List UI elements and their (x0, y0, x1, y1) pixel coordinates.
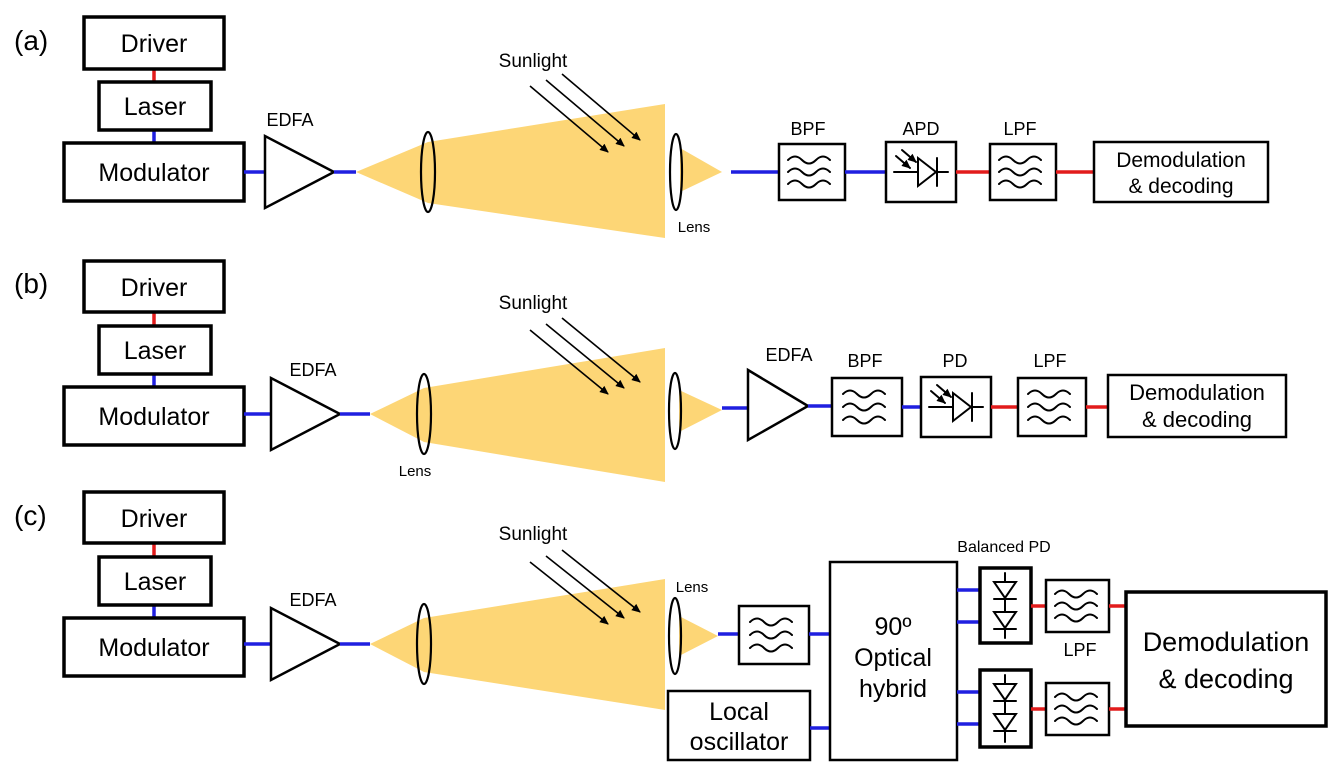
lpf-box (1044, 578, 1111, 634)
panel-label: (c) (14, 500, 47, 531)
lens-icon (668, 132, 684, 212)
lpf-box (1016, 376, 1088, 438)
laser-box (97, 324, 213, 376)
driver-label: Driver (121, 30, 188, 58)
pd-label: PD (942, 351, 967, 371)
sunlight-label: Sunlight (499, 524, 568, 545)
panel-label: (a) (14, 25, 48, 56)
modulator-box (62, 616, 246, 678)
driver-box (82, 259, 226, 314)
apd-label: APD (902, 119, 939, 139)
edfa-label: EDFA (266, 110, 313, 130)
amplifier-triangle-icon (263, 133, 337, 211)
sunlight-ray-icon (529, 329, 609, 395)
filter-wave-icon (1027, 389, 1071, 425)
optical-hybrid-box (828, 560, 959, 762)
rx-edfa-label: EDFA (765, 345, 812, 365)
filter-wave-icon (787, 155, 831, 189)
lens-icon (415, 372, 433, 456)
focused-beam (680, 148, 722, 192)
demodulation-label: Demodulation (1129, 380, 1265, 405)
sunlight-ray-icon (545, 323, 625, 389)
focused-beam (679, 616, 718, 656)
panel-a: (a) Driver Laser Modulator EDFA Lens Sun… (14, 15, 1270, 238)
panel-label: (b) (14, 268, 48, 299)
sunlight-ray-icon (545, 79, 625, 147)
demodulation-box (1092, 140, 1270, 204)
sunlight-ray-icon (545, 555, 625, 619)
lens-label: Lens (676, 579, 709, 596)
demodulation-box (1106, 373, 1288, 439)
bpf-label: BPF (790, 119, 825, 139)
panel-c: (c) Driver Laser Modulator EDFA Lens Sun… (14, 490, 1328, 762)
bpf-box (777, 142, 847, 202)
sunlight-ray-icon (561, 73, 641, 141)
laser-label: Laser (124, 568, 187, 596)
edfa-label: EDFA (289, 590, 336, 610)
sunlight-ray-icon (529, 561, 609, 625)
sunlight-ray-icon (529, 85, 609, 153)
edfa-label: EDFA (289, 360, 336, 380)
modulator-box (62, 385, 246, 447)
hybrid-optical-label: Optical (854, 644, 932, 672)
sunlight-ray-icon (561, 549, 641, 613)
local-oscillator-box (666, 689, 812, 762)
free-space-beam (356, 104, 665, 238)
lens-icon (667, 596, 683, 676)
decoding-label: & decoding (1142, 407, 1252, 432)
lens-label: Lens (399, 463, 432, 480)
hybrid-degree-label: 90º (875, 613, 912, 641)
filter-wave-icon (749, 617, 793, 653)
decoding-label: & decoding (1158, 664, 1293, 694)
lpf-label: LPF (1063, 640, 1096, 660)
oscillator-label: oscillator (690, 728, 789, 756)
modulator-label: Modulator (98, 159, 209, 187)
lens-icon (419, 130, 437, 214)
decoding-label: & decoding (1128, 175, 1233, 198)
lens-icon (415, 602, 433, 686)
panel-b: (b) Driver Laser Modulator EDFA Lens Sun… (14, 259, 1288, 482)
local-oscillator-label: Local (709, 698, 769, 726)
sunlight-ray-icon (561, 317, 641, 383)
lpf-label: LPF (1033, 351, 1066, 371)
filter-wave-icon (1054, 692, 1098, 726)
photodiode-icon (992, 674, 1018, 743)
laser-label: Laser (124, 337, 187, 365)
photodiode-icon (992, 572, 1018, 639)
free-space-beam (370, 348, 665, 482)
modulator-label: Modulator (98, 403, 209, 431)
filter-wave-icon (842, 389, 886, 425)
driver-label: Driver (121, 274, 188, 302)
lpf-box (1044, 681, 1111, 737)
lpf-label: LPF (1003, 119, 1036, 139)
avalanche-photodiode-icon (893, 149, 949, 189)
laser-box (97, 80, 213, 132)
photodiode-icon (928, 384, 984, 424)
driver-box (82, 490, 226, 545)
lens-icon (667, 371, 683, 451)
driver-box (82, 15, 226, 71)
demodulation-label: Demodulation (1143, 627, 1310, 657)
filter-wave-icon (1054, 589, 1098, 623)
modulator-box (62, 141, 246, 203)
bpf-label: BPF (847, 351, 882, 371)
amplifier-triangle-icon (269, 605, 343, 683)
lens-label: Lens (678, 219, 711, 236)
demodulation-box (1124, 590, 1328, 728)
amplifier-triangle-icon (269, 375, 343, 453)
filter-wave-icon (998, 155, 1042, 189)
sunlight-label: Sunlight (499, 51, 568, 72)
hybrid-label: hybrid (859, 675, 927, 703)
amplifier-triangle-icon (746, 367, 811, 443)
sunlight-label: Sunlight (499, 293, 568, 314)
balanced-pd-label: Balanced PD (957, 539, 1050, 556)
laser-box (97, 555, 213, 607)
focused-beam (679, 390, 722, 432)
modulator-label: Modulator (98, 634, 209, 662)
laser-label: Laser (124, 93, 187, 121)
driver-label: Driver (121, 505, 188, 533)
demodulation-label: Demodulation (1116, 149, 1246, 172)
free-space-beam (370, 579, 665, 710)
